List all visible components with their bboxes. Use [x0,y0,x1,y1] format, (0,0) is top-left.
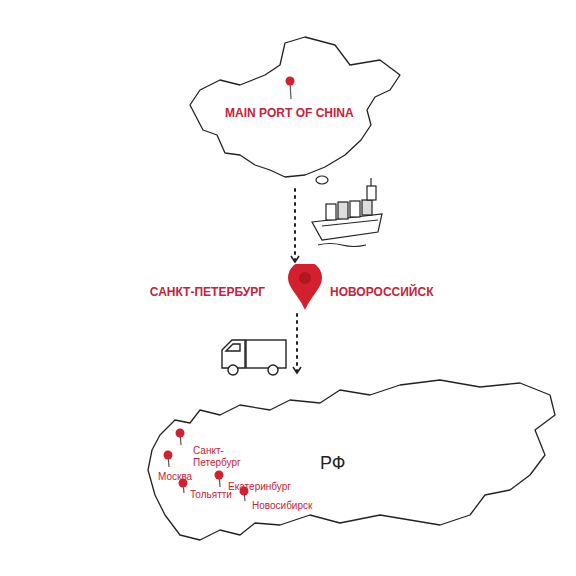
port-label: САНКТ-ПЕТЕРБУРГ [150,286,265,300]
port-label: MAIN PORT OF CHINA [225,107,354,121]
location-pin [176,429,185,446]
island-outline [316,176,328,184]
china-map: MAIN PORT OF CHINA [185,35,407,187]
russia-map: РФ Санкт- ПетербургМоскваТольяттиЕкатерин… [140,375,560,545]
dotted-arrow [291,189,299,262]
city-label: Санкт- Петербург [193,445,245,468]
region-outline [190,37,400,177]
arrow-head [293,367,301,373]
location-pin [286,77,295,100]
pin-head [164,451,173,460]
port-marker [288,264,322,310]
truck-icon [222,340,286,375]
pin-head [286,77,295,86]
ship-icon [312,178,382,247]
region-outline [148,380,555,540]
port-pin: САНКТ-ПЕТЕРБУРГ НОВОРОССИЙСК [140,264,450,312]
city-label: Москва [158,471,192,483]
arrow-head [291,256,299,262]
dotted-line [294,189,296,262]
city-label: Новосибирск [252,500,312,512]
city-label: Екатеринбург [228,481,291,493]
port-marker-hole [299,272,311,284]
location-pin [215,471,224,488]
country-label: РФ [320,453,346,474]
dotted-line [296,314,298,373]
dotted-arrow [293,314,301,373]
pin-head [215,471,224,480]
pin-head [176,429,185,438]
port-label: НОВОРОССИЙСК [330,286,433,300]
location-pin [164,451,173,468]
city-label: Тольятти [190,489,232,501]
